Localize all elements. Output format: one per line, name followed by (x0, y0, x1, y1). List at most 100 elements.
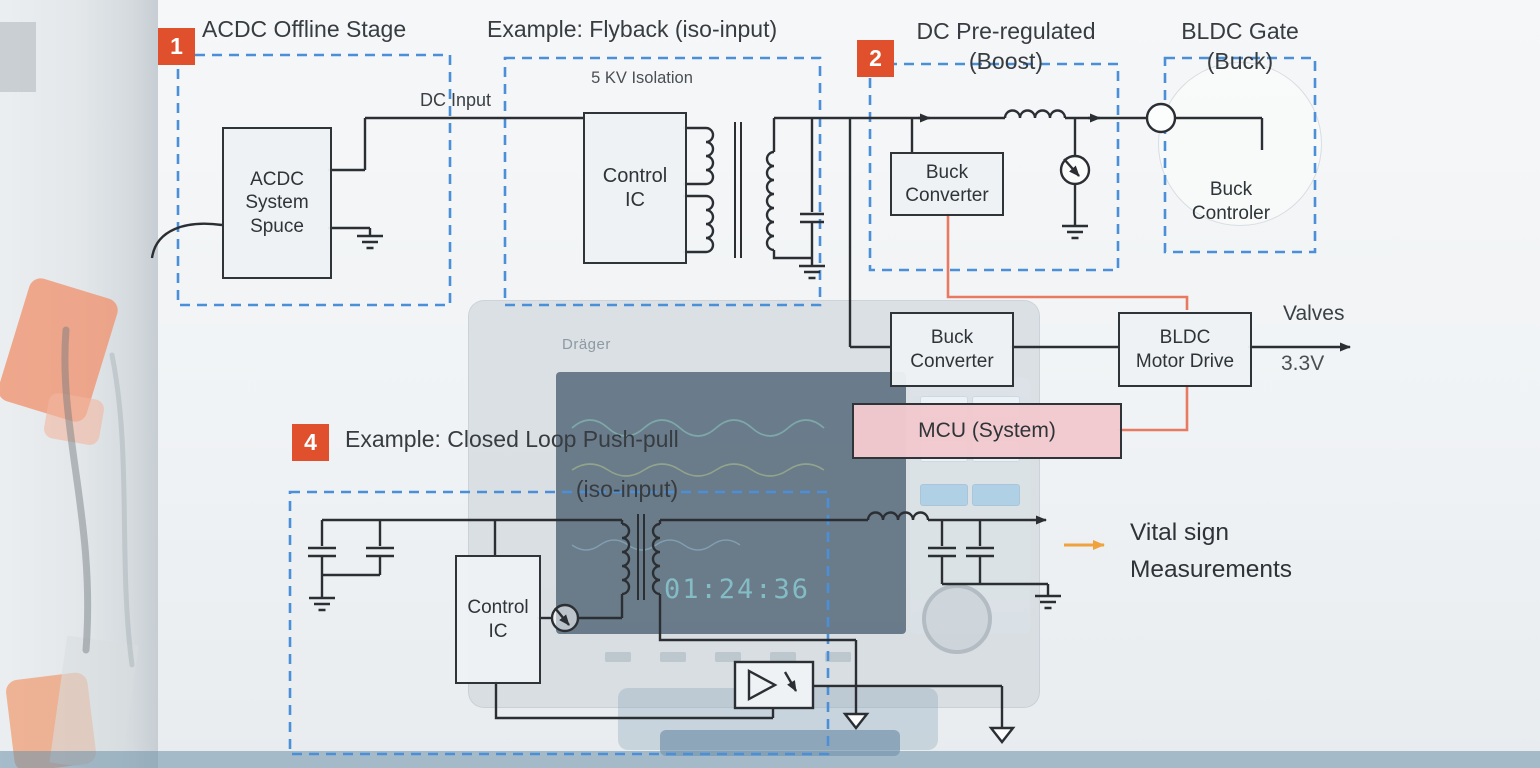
section-box-flyback (503, 56, 822, 307)
section-box-boost (868, 62, 1120, 272)
ac-input-wire (150, 222, 223, 259)
title-acdc-stage: ACDC Offline Stage (202, 16, 407, 42)
section-box-acdc (176, 53, 452, 307)
secondary-coil (765, 150, 775, 252)
dc-input-wire (328, 116, 583, 172)
pushpull-circuit (307, 511, 1063, 744)
block-text: System (245, 192, 309, 214)
diode-symbol (783, 671, 798, 692)
capacitor-symbol (308, 520, 336, 590)
monitor-knob (922, 584, 992, 654)
title-boost: DC Pre-regulated (Boost) (886, 16, 1126, 76)
ground-symbol (328, 226, 385, 250)
mcu-to-bldc-wire (1118, 383, 1189, 432)
monitor-bezel-key (825, 652, 851, 662)
vital-sign-line1: Vital sign (1130, 519, 1229, 546)
block-text: Controler (1191, 202, 1271, 224)
block-text: Spuce (250, 215, 304, 237)
monitor-bezel-key (770, 652, 796, 662)
block-text: IC (625, 189, 645, 211)
capacitor-symbol (322, 520, 394, 577)
block-bldc-motor-drive: BLDC Motor Drive (1118, 312, 1252, 387)
monitor-button (972, 484, 1020, 506)
background-monitor-screen (556, 372, 906, 634)
primary-coil (705, 126, 715, 186)
title-pushpull-sub: (iso-input) (575, 476, 679, 502)
vital-sign-line2: Measurements (1130, 556, 1293, 583)
title-boost-line1: DC Pre-regulated (916, 18, 1096, 44)
block-text: Control (602, 164, 668, 187)
block-text: IC (488, 620, 508, 642)
node-circle (1145, 102, 1177, 134)
ground-symbol (1060, 216, 1090, 240)
chassis-ground-symbol (989, 722, 1015, 744)
vital-sign-label: Vital sign Measurements (1130, 514, 1292, 588)
background-cable (61, 326, 92, 654)
isolation-label: 5 KV Isolation (591, 69, 693, 87)
badge-number: 4 (304, 429, 317, 455)
title-bldc-line2: (Buck) (1206, 48, 1274, 74)
monitor-button (920, 484, 968, 506)
block-text: ACDC (250, 169, 304, 191)
dc-input-label: DC Input (420, 90, 492, 110)
block-mcu-system: MCU (System) (852, 403, 1122, 459)
primary-coil (705, 194, 715, 254)
ground-symbol (307, 588, 337, 612)
block-text: Buck (925, 161, 969, 183)
capacitor-symbol (966, 520, 994, 584)
mcu-control-wires (946, 212, 1189, 432)
background-wall-clock (1158, 62, 1322, 226)
block-pushpull-control-ic: Control IC (455, 555, 541, 684)
block-acdc-system: ACDC System Spuce (222, 127, 332, 279)
block-text: Control (467, 597, 529, 619)
block-text: Buck (1209, 179, 1253, 200)
title-bldc-line1: BLDC Gate (1181, 18, 1299, 44)
transformer-core (637, 514, 645, 600)
bldc-gate-wire (1175, 116, 1264, 150)
title-pushpull: Example: Closed Loop Push-pull (345, 426, 679, 452)
screen-clock-text: 01:24:36 (664, 574, 811, 605)
capacitor-symbol (800, 118, 824, 258)
secondary-coil (651, 520, 662, 596)
label-buck-controller: Buck Controler (1178, 178, 1284, 226)
primary-coil (620, 520, 631, 596)
monitor-bezel-key (605, 652, 631, 662)
block-text: Converter (905, 185, 989, 206)
buck-feedback-wire (946, 212, 1189, 310)
screen-waveform (571, 463, 825, 477)
opamp-symbol (747, 668, 778, 702)
dc-bus-wire (848, 118, 890, 349)
section-badge-2: 2 (857, 40, 894, 77)
title-boost-line2: (Boost) (968, 48, 1044, 74)
section-box-bldc-gate (1163, 56, 1317, 254)
section-box-pushpull (288, 490, 830, 756)
chassis-ground-symbol (843, 708, 869, 730)
output-inductor (866, 511, 930, 521)
block-flyback-control-ic: Control IC (583, 112, 687, 264)
block-text: Motor Drive (1135, 350, 1235, 372)
boost-stage-circuit (910, 109, 1147, 240)
voltage-label: 3.3V (1281, 352, 1325, 375)
boost-inductor (1003, 109, 1067, 119)
block-text: Converter (910, 350, 994, 372)
title-flyback: Example: Flyback (iso-input) (487, 16, 778, 42)
block-text: BLDC (1159, 327, 1211, 349)
transformer-core (734, 122, 742, 258)
monitor-brand-label: Dräger (562, 336, 611, 353)
monitor-bezel-key (660, 652, 686, 662)
screen-waveform (571, 419, 825, 437)
title-bldc-gate: BLDC Gate (Buck) (1158, 16, 1322, 76)
capacitor-symbol (928, 520, 956, 584)
flyback-transformer (683, 116, 1005, 280)
block-system-buck-converter: Buck Converter (890, 312, 1014, 387)
block-boost-buck-converter: Buck Converter (890, 152, 1004, 216)
screen-waveform (571, 539, 741, 551)
background-box (0, 22, 36, 92)
valves-label: Valves (1283, 302, 1345, 325)
badge-number: 2 (869, 45, 882, 71)
background-cable (109, 352, 135, 668)
